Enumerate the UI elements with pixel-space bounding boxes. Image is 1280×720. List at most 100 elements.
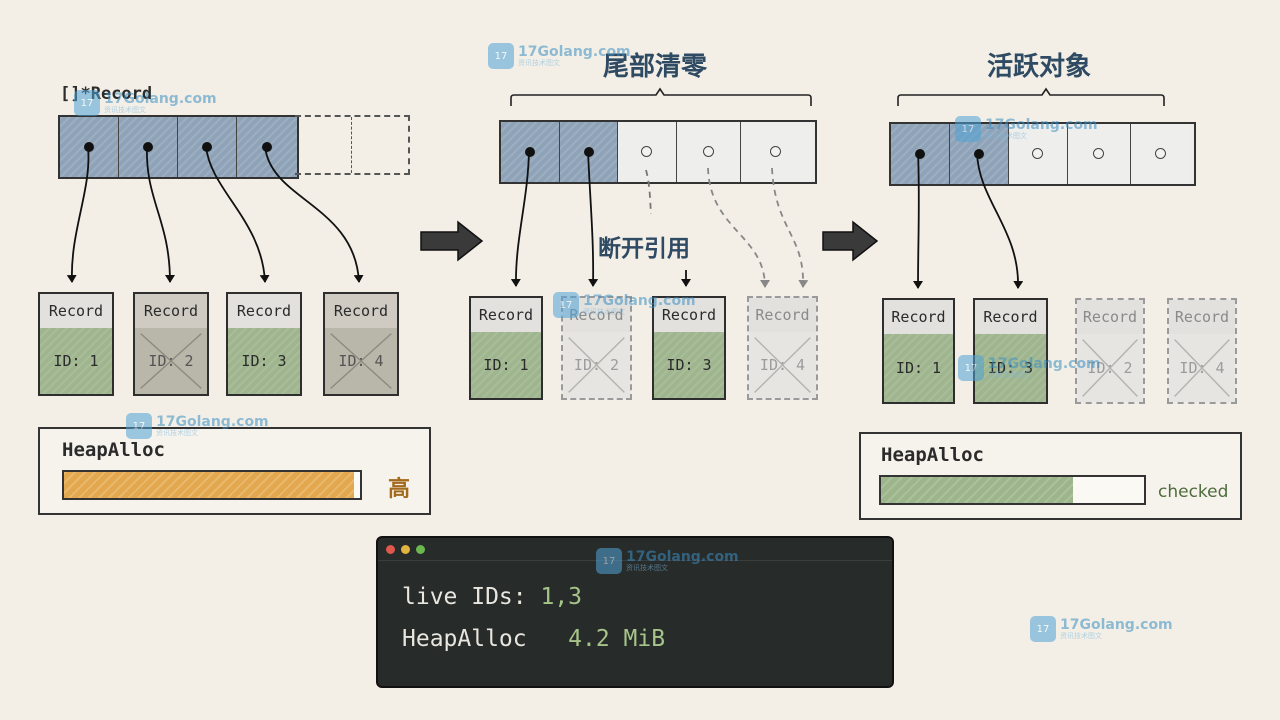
minimize-dot[interactable] [401, 544, 410, 554]
live-ids-value: 1,3 [540, 584, 583, 610]
pointer-dot [525, 147, 535, 157]
record-card-1: Record ID: 1 [38, 292, 114, 396]
watermark-site: 17Golang.com [985, 117, 1098, 133]
record-header: Record [471, 298, 541, 333]
middle-slice [499, 120, 817, 184]
heap-bar [879, 475, 1146, 505]
brace-middle [510, 87, 812, 106]
pointer-dot [262, 142, 272, 152]
heap-status-text: checked [1158, 482, 1229, 502]
watermark-site: 17Golang.com [104, 91, 217, 107]
terminal-window: live IDs: 1,3 HeapAlloc 4.2 MiB [376, 536, 894, 688]
record-card-4: Record ID: 4 [323, 292, 399, 396]
heap-bar-fill [881, 477, 1073, 503]
heap-label: HeapAlloc [881, 444, 984, 466]
watermark-site: 17Golang.com [583, 293, 696, 309]
heap-panel-right: HeapAlloc checked [859, 432, 1242, 520]
record-card-3: Record ID: 3 [973, 298, 1048, 404]
watermark-logo-icon: 17 [1030, 616, 1056, 642]
broken-ref [771, 167, 809, 288]
pointer-dot [974, 149, 984, 159]
pointer-dot [915, 149, 925, 159]
cross-mark [1174, 339, 1230, 397]
record-card-1: Record ID: 1 [882, 298, 955, 404]
watermark-logo-icon: 17 [553, 292, 579, 318]
cross-mark [330, 333, 392, 389]
slot-4 [237, 117, 297, 177]
slot-3-nil [1009, 124, 1068, 184]
stage-title-right: 活跃对象 [987, 52, 1092, 82]
slot-5-nil [1131, 124, 1190, 184]
capacity-slots [295, 115, 410, 175]
slot-1 [891, 124, 950, 184]
record-header: Record [884, 300, 953, 335]
pointer-dot [143, 142, 153, 152]
pointer-arrow [976, 151, 1024, 289]
slot-3-nil [618, 122, 677, 182]
record-card-1: Record ID: 1 [469, 296, 543, 400]
record-card-3: Record ID: 3 [652, 296, 726, 400]
watermark-tagline: 资讯技术图文 [985, 132, 1027, 140]
heap-bar [62, 470, 362, 500]
watermark-logo-icon: 17 [955, 116, 981, 142]
nil-ring [641, 146, 652, 157]
watermark-site: 17Golang.com [1060, 617, 1173, 633]
watermark-tagline: 资讯技术图文 [583, 308, 625, 316]
heap-label: HeapAlloc [62, 439, 165, 461]
record-id: ID: 1 [471, 332, 541, 398]
watermark-site: 17Golang.com [988, 356, 1101, 372]
record-card-2: Record ID: 2 [1075, 298, 1145, 404]
record-header: Record [325, 294, 397, 329]
watermark-logo-icon: 17 [126, 413, 152, 439]
close-dot[interactable] [386, 544, 395, 554]
zoom-dot[interactable] [416, 544, 425, 554]
nil-ring [770, 146, 781, 157]
record-card-4: Record ID: 4 [747, 296, 818, 400]
pointer-arrow [66, 145, 90, 283]
record-card-4: Record ID: 4 [1167, 298, 1237, 404]
watermark-tagline: 资讯技术图文 [104, 106, 146, 114]
record-header: Record [228, 294, 300, 329]
pointer-arrow [146, 145, 175, 283]
terminal-line-live: live IDs: 1,3 [402, 584, 582, 610]
record-id: ID: 1 [40, 328, 112, 394]
watermark-site: 17Golang.com [156, 414, 269, 430]
record-header: Record [1169, 300, 1235, 335]
pointer-arrow [264, 145, 364, 283]
watermark-tagline: 资讯技术图文 [626, 564, 668, 572]
watermark-site: 17Golang.com [518, 44, 631, 60]
pointer-arrow [587, 150, 599, 287]
slot-5-nil [741, 122, 811, 182]
nil-ring [702, 146, 714, 157]
pointer-arrow [205, 145, 270, 283]
record-card-2: Record ID: 2 [133, 292, 209, 396]
broken-ref [645, 169, 652, 215]
slot-1 [60, 117, 119, 177]
watermark-logo-icon: 17 [596, 548, 622, 574]
heap-bar-fill [64, 472, 355, 498]
watermark-site: 17Golang.com [626, 549, 739, 565]
slot-3 [178, 117, 237, 177]
nil-ring [1032, 148, 1043, 159]
record-id: ID: 3 [228, 328, 300, 394]
watermark-tagline: 资讯技术图文 [988, 371, 1030, 379]
brace-right [897, 87, 1165, 106]
nil-ring [1154, 148, 1166, 159]
cross-mark [1082, 339, 1138, 397]
slot-4-nil [1068, 124, 1131, 184]
live-ids-label: live IDs: [402, 584, 527, 610]
watermark-logo-icon: 17 [958, 355, 984, 381]
slot-2 [560, 122, 618, 182]
watermark-logo-icon: 17 [74, 90, 100, 116]
heap-level-text: 高 [388, 477, 411, 502]
stage-arrow [420, 220, 484, 262]
record-header: Record [654, 298, 724, 333]
record-header: Record [135, 294, 207, 329]
